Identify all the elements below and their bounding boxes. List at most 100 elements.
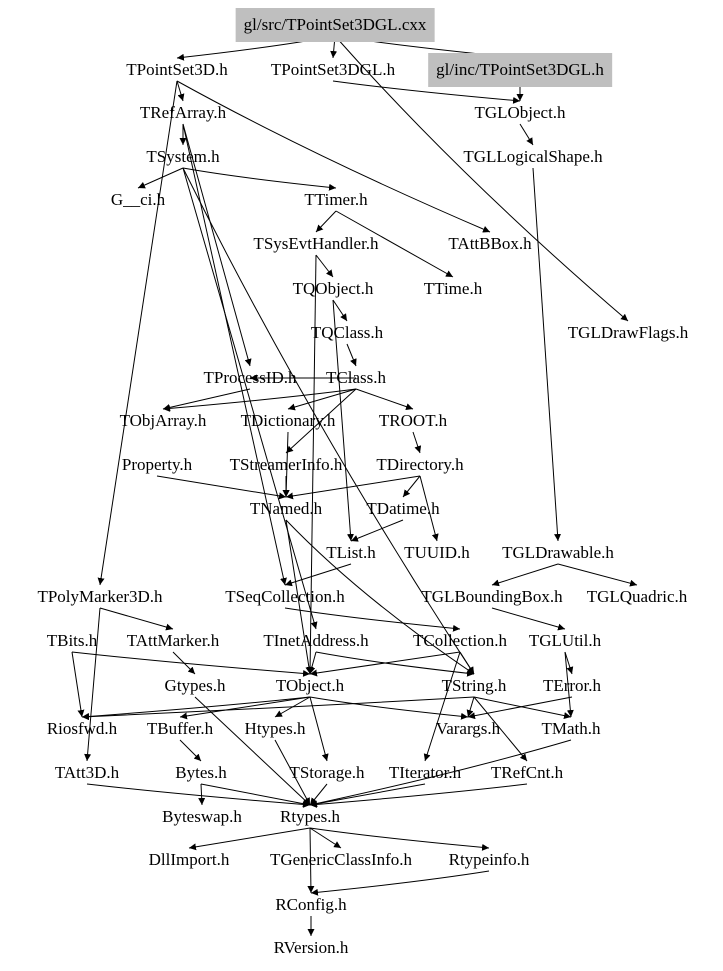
node-tdatime[interactable]: TDatime.h	[366, 499, 440, 518]
node-tcollection[interactable]: TCollection.h	[413, 631, 507, 650]
edge-bytes-to-byteswap	[198, 783, 206, 806]
edge-tpointset3dgl-to-tglobject	[332, 80, 521, 104]
node-tbuffer[interactable]: TBuffer.h	[146, 719, 214, 738]
node-tobject[interactable]: TObject.h	[275, 676, 345, 695]
node-tdirectory[interactable]: TDirectory.h	[376, 455, 464, 474]
node-tstring[interactable]: TString.h	[441, 676, 507, 695]
edge-tnamed-to-tobject	[285, 519, 313, 675]
node-tmath[interactable]: TMath.h	[541, 719, 601, 738]
node-tstorage[interactable]: TStorage.h	[289, 763, 365, 782]
edge-tdirectory-to-tdatime	[402, 475, 421, 498]
node-tprocessid[interactable]: TProcessID.h	[203, 368, 297, 387]
node-ttimer[interactable]: TTimer.h	[304, 190, 368, 209]
edge-tclass-to-tdictionary	[287, 388, 357, 411]
node-tclass[interactable]: TClass.h	[326, 368, 386, 387]
node-tglquadric[interactable]: TGLQuadric.h	[586, 587, 688, 606]
edge-tcollection-to-tobject	[309, 651, 461, 677]
edge-tclass-to-troot	[355, 388, 414, 410]
node-tgldrawflags[interactable]: TGLDrawFlags.h	[567, 323, 689, 342]
node-tatt3d[interactable]: TAtt3D.h	[54, 763, 120, 782]
node-g__ci[interactable]: G__ci.h	[110, 190, 166, 209]
edge-bytes-to-rtypes	[200, 783, 311, 808]
edge-tatt3d-to-rtypes	[86, 783, 311, 808]
node-tinetaddress[interactable]: TInetAddress.h	[263, 631, 369, 650]
edge-tsystem-to-tstring	[182, 167, 475, 675]
node-tbits[interactable]: TBits.h	[46, 631, 98, 650]
node-trefcnt[interactable]: TRefCnt.h	[490, 763, 564, 782]
node-tattbbox[interactable]: TAttBBox.h	[448, 234, 532, 253]
edge-tpolymarker3d-to-tattmarker	[99, 607, 174, 631]
edge-tqobject-to-tqclass	[332, 299, 348, 322]
edge-tpointset3d-to-trefarray	[176, 80, 185, 102]
node-rtypes[interactable]: Rtypes.h	[280, 807, 340, 826]
edge-terror-to-varargs	[467, 696, 573, 720]
edge-tbuffer-to-bytes	[179, 739, 202, 762]
edge-rtypes-to-rtypeinfo	[309, 827, 490, 851]
edge-tstring-to-varargs	[466, 696, 475, 718]
node-byteswap[interactable]: Byteswap.h	[162, 807, 242, 826]
node-htypes[interactable]: Htypes.h	[244, 719, 306, 738]
edge-tpolymarker3d-to-tatt3d	[84, 607, 101, 762]
edge-trefcnt-to-rtypes	[309, 783, 528, 808]
node-tqclass[interactable]: TQClass.h	[310, 323, 384, 342]
node-varargs[interactable]: Varargs.h	[435, 719, 501, 738]
edge-ttimer-to-tsysevthandler	[315, 210, 337, 233]
edge-tglboundingbox-to-tglutil	[491, 607, 566, 631]
edge-tgldrawable-to-tglboundingbox	[491, 563, 559, 587]
node-tattmarker[interactable]: TAttMarker.h	[126, 631, 220, 650]
edge-titerator-to-rtypes	[309, 783, 426, 808]
node-tglobject[interactable]: TGLObject.h	[474, 103, 566, 122]
edge-tseqcollection-to-tcollection	[284, 607, 461, 632]
node-tdictionary[interactable]: TDictionary.h	[240, 411, 336, 430]
node-tglutil[interactable]: TGLUtil.h	[528, 631, 602, 650]
node-tqobject[interactable]: TQObject.h	[292, 279, 374, 298]
node-tgllogicalshape[interactable]: TGLLogicalShape.h	[463, 147, 603, 166]
edge-tstring-to-riosfwd	[81, 696, 475, 721]
edge-troot-to-tdirectory	[412, 431, 422, 454]
edge-tclass-to-tobjarray	[162, 388, 357, 412]
edge-trefarray-to-tprocessid	[182, 123, 252, 367]
edge-src-to-tgldrawflags	[334, 35, 629, 322]
edge-tqclass-to-tclass	[346, 343, 357, 367]
edge-rtypes-to-dllimport	[188, 827, 311, 851]
node-tpointset3dgl[interactable]: TPointSet3DGL.h	[270, 60, 396, 79]
edge-tdatime-to-tlist	[350, 519, 404, 542]
node-tnamed[interactable]: TNamed.h	[249, 499, 323, 518]
node-rconfig[interactable]: RConfig.h	[275, 895, 347, 914]
node-ttime[interactable]: TTime.h	[423, 279, 483, 298]
node-dllimport[interactable]: DllImport.h	[148, 850, 230, 869]
edge-tstring-to-trefcnt	[473, 696, 528, 762]
node-rversion[interactable]: RVersion.h	[273, 938, 349, 957]
node-tlist[interactable]: TList.h	[326, 543, 376, 562]
node-tseqcollection[interactable]: TSeqCollection.h	[225, 587, 345, 606]
node-src[interactable]: gl/src/TPointSet3DGL.cxx	[235, 8, 435, 42]
node-inc[interactable]: gl/inc/TPointSet3DGL.h	[428, 53, 612, 87]
edge-tobject-to-tstorage	[309, 696, 329, 762]
node-titerator[interactable]: TIterator.h	[388, 763, 462, 782]
node-terror[interactable]: TError.h	[542, 676, 602, 695]
node-tpolymarker3d[interactable]: TPolyMarker3D.h	[37, 587, 163, 606]
edge-tdirectory-to-tuuid	[419, 475, 439, 542]
node-tgenericclassinfo[interactable]: TGenericClassInfo.h	[269, 850, 413, 869]
node-riosfwd[interactable]: Riosfwd.h	[46, 719, 118, 738]
node-tobjarray[interactable]: TObjArray.h	[119, 411, 207, 430]
edge-tdirectory-to-tnamed	[285, 475, 421, 500]
node-tglboundingbox[interactable]: TGLBoundingBox.h	[421, 587, 563, 606]
node-trefarray[interactable]: TRefArray.h	[139, 103, 227, 122]
node-troot[interactable]: TROOT.h	[378, 411, 448, 430]
edge-tprocessid-to-tobjarray	[162, 388, 251, 411]
edge-tattmarker-to-gtypes	[172, 651, 196, 675]
node-tgldrawable[interactable]: TGLDrawable.h	[502, 543, 614, 562]
node-rtypeinfo[interactable]: Rtypeinfo.h	[448, 850, 530, 869]
node-tstreamerinfo[interactable]: TStreamerInfo.h	[229, 455, 343, 474]
edge-tsystem-to-tinetaddress	[182, 167, 318, 630]
node-tuuid[interactable]: TUUID.h	[404, 543, 470, 562]
node-bytes[interactable]: Bytes.h	[175, 763, 227, 782]
node-property[interactable]: Property.h	[121, 455, 193, 474]
node-gtypes[interactable]: Gtypes.h	[164, 676, 226, 695]
node-tsysevthandler[interactable]: TSysEvtHandler.h	[253, 234, 379, 253]
edge-tglutil-to-tmath	[564, 651, 574, 718]
node-tsystem[interactable]: TSystem.h	[146, 147, 220, 166]
node-tpointset3d[interactable]: TPointSet3D.h	[126, 60, 228, 79]
